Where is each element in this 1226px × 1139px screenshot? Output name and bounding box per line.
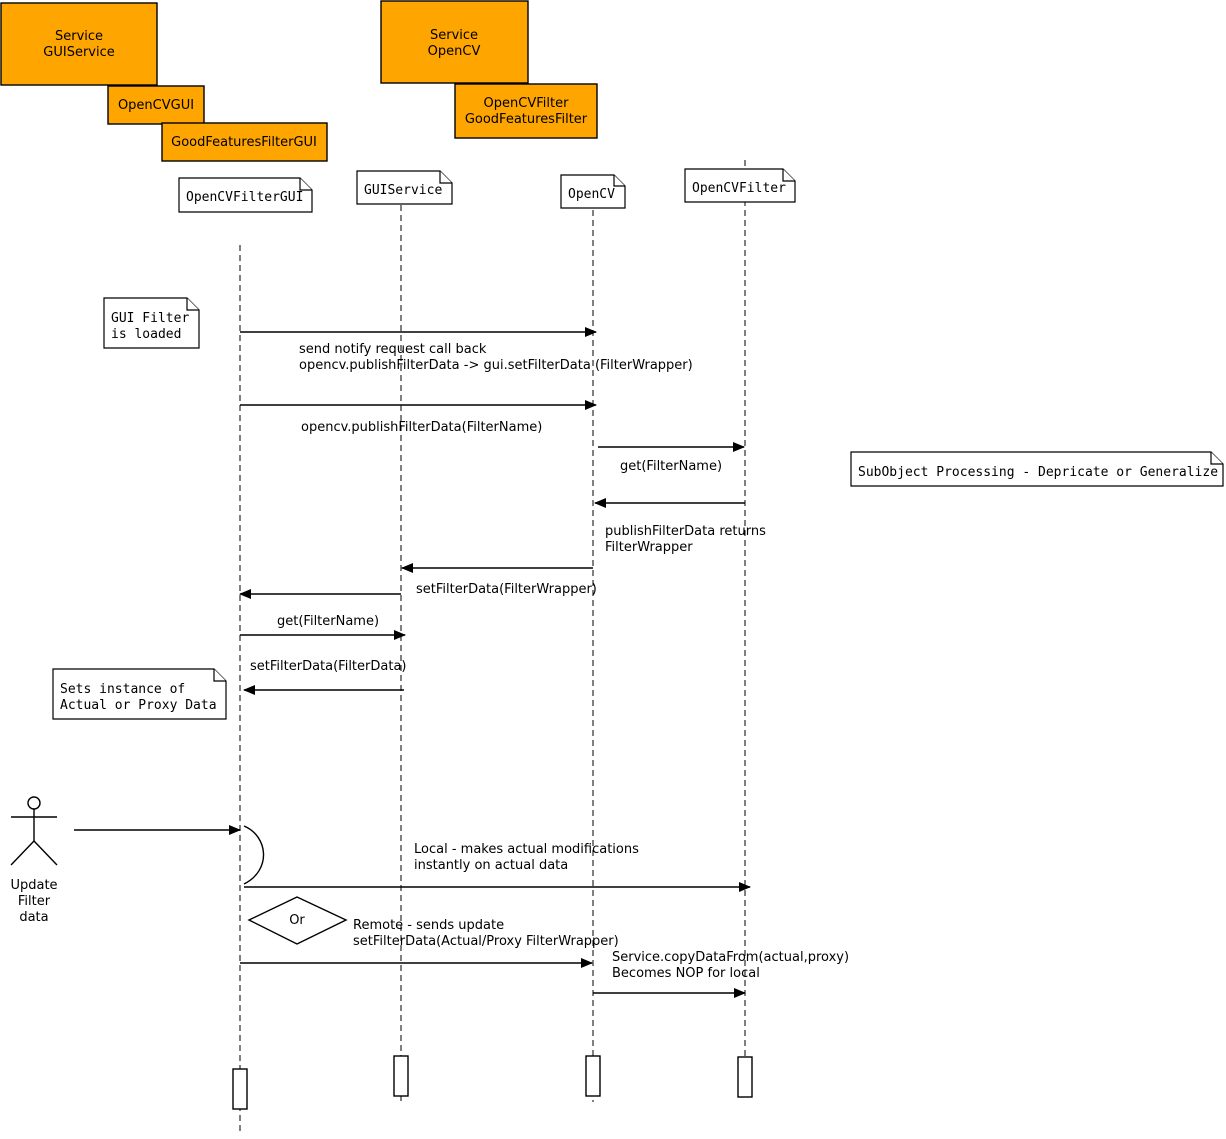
alternative-bracket [243, 825, 265, 885]
opencv-filter-component: OpenCVFilter GoodFeaturesFilter [454, 83, 598, 139]
good-features-filter-gui-component: GoodFeaturesFilterGUI [161, 122, 328, 162]
gui-service-component-line2: GUIService [43, 45, 114, 60]
decision-or: Or [247, 896, 348, 945]
message-label-notify-request-line2: opencv.publishFilterData -> gui.setFilte… [299, 358, 693, 373]
opencv-filter-component-line2: GoodFeaturesFilter [465, 112, 588, 127]
note-sets-instance-line1: Sets instance of [60, 682, 185, 697]
actor-label-line2: Filter [18, 894, 51, 909]
message-label-copy-data-line2: Becomes NOP for local [612, 966, 760, 981]
note-subobject-processing-text: SubObject Processing - Depricate or Gene… [858, 465, 1218, 480]
message-label-local-update-line1: Local - makes actual modifications [414, 842, 639, 857]
actor-label-line1: Update [10, 878, 57, 893]
opencv-service-component-line1: Service [430, 28, 478, 43]
opencv-service-component: Service OpenCV [380, 0, 529, 84]
actor-label-line3: data [19, 910, 48, 925]
opencv-service-component-line2: OpenCV [428, 44, 481, 59]
activation-opencv [585, 1055, 601, 1097]
message-label-set-filter-data-wrapper: setFilterData(FilterWrapper) [416, 582, 597, 597]
lifeline-head-opencv-filter-gui: OpenCVFilterGUI [178, 177, 313, 213]
lifeline-head-opencv-filter: OpenCVFilter [684, 168, 796, 203]
decision-or-label: Or [289, 913, 305, 928]
gui-service-component: Service GUIService [0, 2, 158, 86]
opencv-filter-component-line1: OpenCVFilter [484, 96, 570, 111]
message-label-remote-update-line1: Remote - sends update [353, 918, 504, 933]
actor-head [27, 796, 41, 810]
gui-service-component-line1: Service [55, 29, 103, 44]
lifeline-label-opencv: OpenCV [568, 187, 615, 202]
actor-update-filter-data: Update Filter data [10, 796, 58, 925]
message-label-publish-filter-data: opencv.publishFilterData(FilterName) [301, 420, 542, 435]
activation-opencv-filter [737, 1056, 753, 1098]
note-sets-instance: Sets instance of Actual or Proxy Data [52, 668, 227, 720]
note-gui-filter-loaded: GUI Filter is loaded [103, 297, 200, 349]
good-features-filter-gui-component-label: GoodFeaturesFilterGUI [171, 135, 317, 150]
message-label-local-update-line2: instantly on actual data [414, 858, 568, 873]
message-label-notify-request-line1: send notify request call back [299, 342, 487, 357]
message-label-publish-returns-line1: publishFilterData returns [605, 524, 766, 539]
lifeline-label-opencv-filter-gui: OpenCVFilterGUI [186, 190, 303, 205]
lifeline-head-gui-service: GUIService [356, 170, 453, 205]
lifeline-label-opencv-filter: OpenCVFilter [692, 181, 786, 196]
lifeline-label-gui-service: GUIService [364, 183, 442, 198]
lifeline-head-opencv: OpenCV [560, 174, 626, 209]
message-label-get-filter-name-2: get(FilterName) [277, 614, 379, 629]
message-label-publish-returns-line2: FilterWrapper [605, 540, 693, 555]
note-subobject-processing: SubObject Processing - Depricate or Gene… [850, 451, 1224, 487]
note-sets-instance-line2: Actual or Proxy Data [60, 698, 217, 713]
message-label-get-filter-name-1: get(FilterName) [620, 459, 722, 474]
opencv-gui-component: OpenCVGUI [107, 85, 205, 125]
note-gui-filter-loaded-line1: GUI Filter [111, 311, 189, 326]
message-label-copy-data-line1: Service.copyDataFrom(actual,proxy) [612, 950, 849, 965]
activation-opencv-filter-gui [232, 1068, 248, 1110]
message-label-set-filter-data-data: setFilterData(FilterData) [250, 659, 406, 674]
activation-gui-service [393, 1055, 409, 1097]
opencv-gui-component-label: OpenCVGUI [118, 98, 194, 113]
message-label-remote-update-line2: setFilterData(Actual/Proxy FilterWrapper… [353, 934, 619, 949]
note-gui-filter-loaded-line2: is loaded [111, 327, 181, 342]
